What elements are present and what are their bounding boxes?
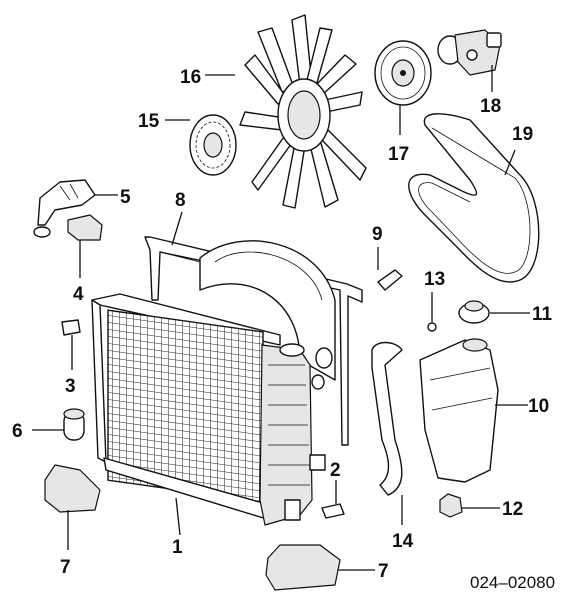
callout-10: 10 — [528, 396, 549, 417]
radiator — [91, 293, 333, 526]
callout-7-right: 7 — [378, 561, 389, 582]
callout-17: 17 — [388, 144, 409, 165]
callout-12: 12 — [502, 499, 523, 520]
callout-18: 18 — [480, 96, 501, 117]
callout-15: 15 — [138, 111, 160, 132]
callout-9: 9 — [372, 224, 383, 245]
bolt-9 — [377, 269, 403, 291]
fan-shroud — [144, 236, 363, 446]
callout-6: 6 — [12, 421, 23, 442]
callout-16: 16 — [180, 67, 201, 88]
callout-3: 3 — [65, 376, 76, 397]
mount-4 — [67, 214, 103, 241]
water-pump — [437, 29, 502, 76]
callout-19: 19 — [512, 124, 533, 145]
callout-13: 13 — [424, 269, 445, 290]
bracket-5 — [33, 179, 96, 238]
callout-11: 11 — [532, 304, 553, 325]
grommet-6 — [63, 408, 85, 441]
lower-mount-right — [265, 544, 341, 591]
callout-5: 5 — [120, 187, 131, 208]
expansion-tank — [419, 338, 499, 483]
callout-14: 14 — [392, 531, 414, 552]
cooling-fan — [239, 14, 367, 209]
lower-mount-left — [44, 464, 101, 513]
hose-14 — [371, 341, 403, 496]
clip-13 — [427, 322, 437, 332]
bolt-2 — [321, 503, 345, 519]
drive-belt — [408, 113, 540, 283]
cap-11 — [458, 300, 490, 324]
bolt-3 — [61, 319, 81, 336]
diagram-code: 024–02080 — [470, 573, 555, 592]
callout-1: 1 — [172, 537, 183, 558]
nut-12 — [439, 493, 463, 518]
pulley — [374, 40, 432, 106]
callout-4: 4 — [73, 284, 84, 305]
leader-lines — [32, 65, 530, 571]
fan-clutch — [189, 114, 237, 176]
callout-2: 2 — [330, 460, 341, 481]
callout-7-left: 7 — [60, 557, 71, 578]
callout-8: 8 — [175, 190, 186, 211]
